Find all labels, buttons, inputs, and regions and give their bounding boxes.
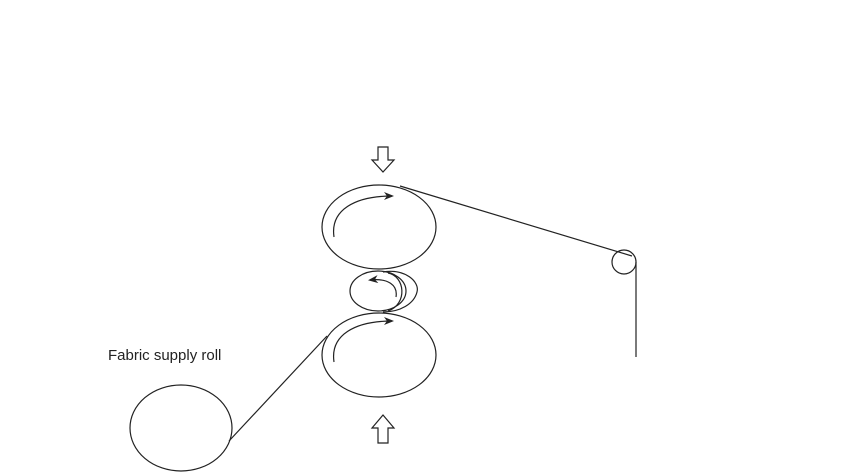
bottom-roll bbox=[321, 312, 437, 398]
fabric-supply-roll bbox=[129, 384, 233, 472]
fabric-line-to-pulley bbox=[399, 185, 633, 257]
top-roll-rotation-arrow-icon bbox=[333, 192, 394, 238]
top-roll bbox=[321, 184, 437, 270]
fabric-supply-roll-label: Fabric supply roll bbox=[108, 347, 222, 364]
bottom-roll-rotation-arrow-icon bbox=[333, 317, 394, 363]
up-pressure-arrow-icon bbox=[370, 414, 396, 444]
middle-roll-fabric-wrap bbox=[382, 270, 418, 313]
middle-roll bbox=[349, 270, 407, 312]
down-pressure-arrow-icon bbox=[370, 146, 396, 173]
middle-roll-rotation-arrow-icon bbox=[368, 275, 397, 298]
fabric-line-from-supply bbox=[228, 335, 328, 442]
